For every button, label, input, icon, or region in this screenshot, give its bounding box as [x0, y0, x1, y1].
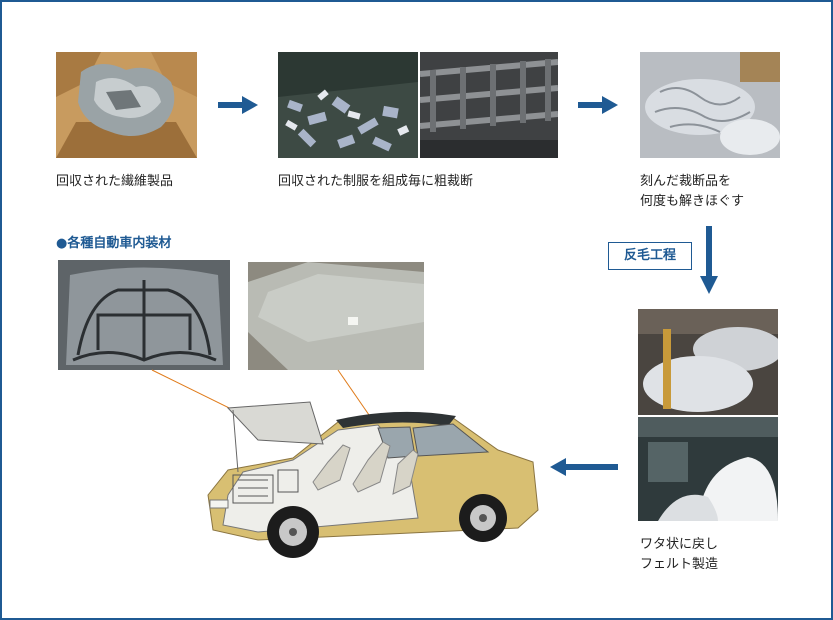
- photo-wadding: [638, 309, 778, 415]
- caption-line: 何度も解きほぐす: [640, 194, 745, 209]
- car-cutaway-illustration: [207, 401, 539, 558]
- photo-rough-cut-uniforms: [278, 52, 418, 158]
- caption-line: 回収された繊維製品: [56, 174, 174, 189]
- arrow-down-icon: [700, 226, 718, 294]
- photo-cutting-machine: [420, 52, 558, 158]
- caption-step-3: 刻んだ裁断品を 何度も解きほぐす: [640, 172, 744, 212]
- photo-loosened-fibers: [640, 52, 780, 158]
- photo-roof-liner: [248, 262, 424, 370]
- arrow-right-icon: [578, 96, 618, 114]
- photo-hood-insulator: [58, 260, 230, 370]
- photo-collected-textiles: [56, 52, 197, 158]
- caption-step-4: ワタ状に戻し フェルト製造: [640, 535, 718, 575]
- caption-step-1: 回収された繊維製品: [56, 172, 173, 192]
- caption-step-2: 回収された制服を組成毎に粗裁断: [278, 172, 473, 192]
- vehicle-materials-heading: ●各種自動車内装材: [56, 236, 172, 251]
- photo-felt-production: [638, 417, 778, 521]
- caption-line: 回収された制服を組成毎に粗裁断: [278, 174, 474, 189]
- caption-line: ワタ状に戻し: [640, 537, 719, 552]
- arrow-left-icon: [550, 458, 618, 476]
- arrow-right-icon: [218, 96, 258, 114]
- caption-line: フェルト製造: [640, 557, 719, 572]
- caption-line: 刻んだ裁断品を: [640, 174, 732, 189]
- process-label: 反毛工程: [608, 242, 692, 270]
